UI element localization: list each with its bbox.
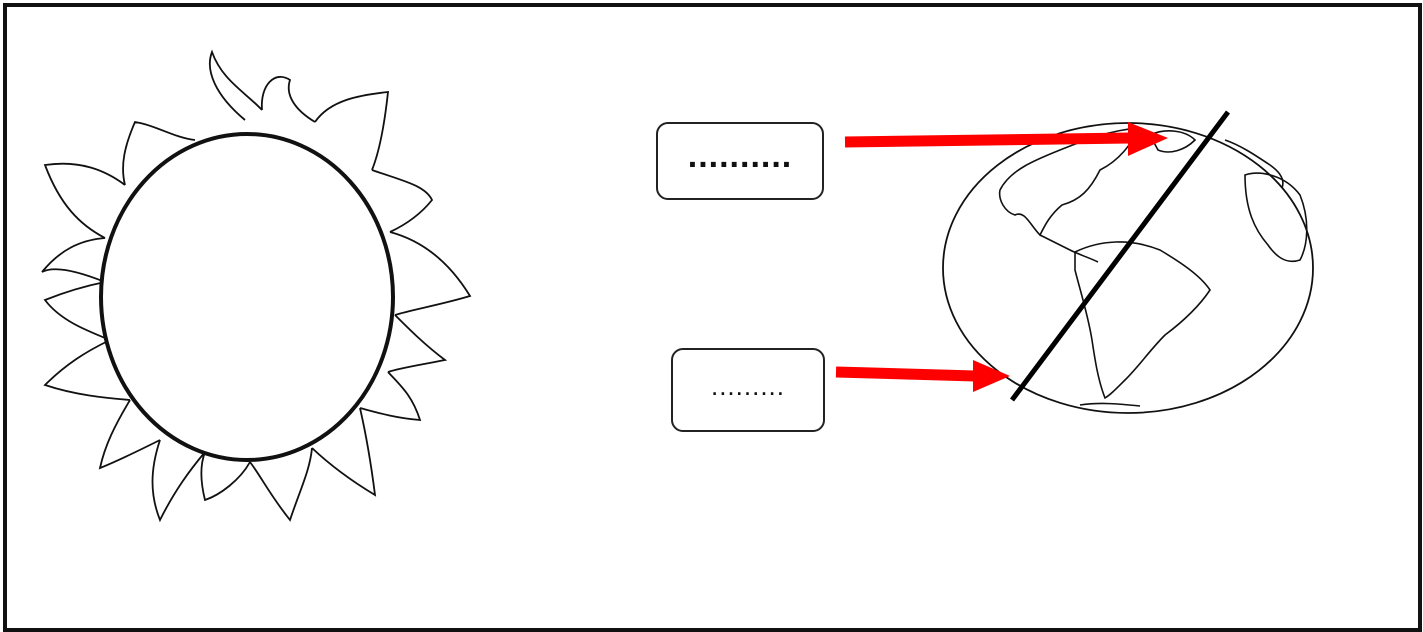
central-america-outline [1040, 235, 1098, 262]
bottom-arrow [836, 360, 1010, 392]
bottom-blank-label: ......... [671, 348, 825, 432]
bottom-blank-text: ......... [711, 371, 785, 402]
top-arrow [845, 122, 1168, 156]
south-america-outline [1075, 242, 1210, 398]
africa-outline [1245, 173, 1307, 261]
europe-outline [1225, 140, 1283, 188]
sun-disc [101, 134, 393, 460]
sun-icon [42, 52, 470, 520]
top-blank-text: .......... [688, 137, 792, 176]
earth-globe-icon [943, 123, 1313, 413]
earth-outline [943, 123, 1313, 413]
antarctica-outline [1080, 403, 1140, 406]
top-blank-label: .......... [656, 122, 824, 200]
